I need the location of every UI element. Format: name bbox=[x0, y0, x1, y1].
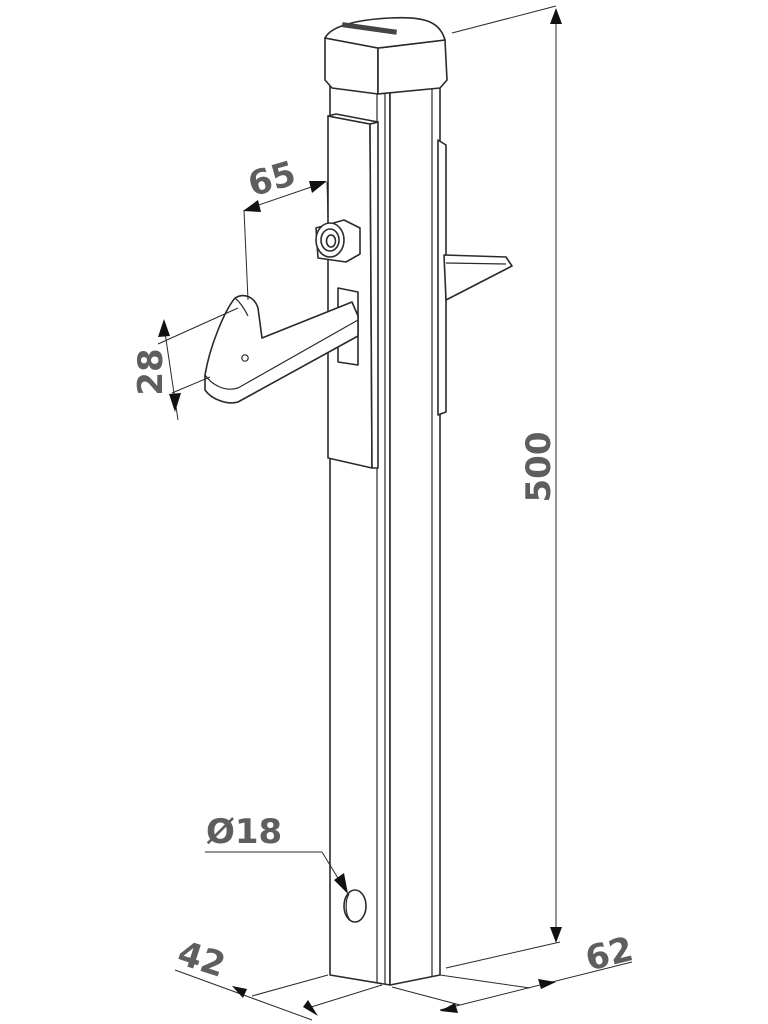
latch-plate-side bbox=[369, 121, 379, 469]
rear-plate bbox=[437, 139, 447, 416]
top-cap bbox=[324, 16, 448, 95]
dimension-base-depth: 62 bbox=[391, 929, 638, 1013]
latch-plate bbox=[327, 113, 379, 469]
dimension-height: 500 bbox=[445, 5, 562, 969]
dimension-top-offset: 65 bbox=[243, 154, 329, 301]
dimension-handle-width-label: 28 bbox=[131, 348, 171, 395]
bottom-hole bbox=[343, 889, 367, 923]
dimension-hole-diameter-label: Ø18 bbox=[206, 812, 282, 852]
rear-stop bbox=[443, 254, 513, 301]
cap-label bbox=[341, 22, 398, 35]
dimension-base-width-label: 42 bbox=[173, 933, 230, 986]
dimension-base-depth-label: 62 bbox=[582, 929, 638, 979]
handle-rivet bbox=[241, 354, 249, 362]
dimension-hole-diameter: Ø18 bbox=[205, 812, 348, 894]
dimension-height-label: 500 bbox=[519, 432, 559, 503]
dimension-handle-width: 28 bbox=[131, 307, 239, 421]
cap-side-face bbox=[377, 39, 448, 95]
lock-cylinder[interactable] bbox=[315, 219, 361, 263]
dimension-top-offset-label: 65 bbox=[244, 154, 301, 205]
